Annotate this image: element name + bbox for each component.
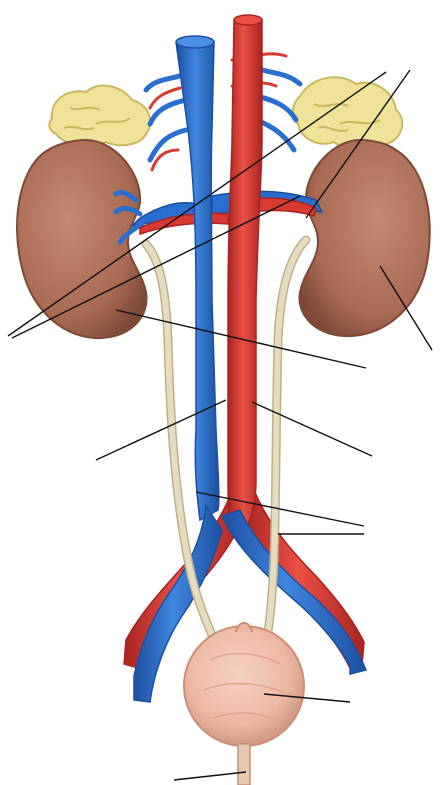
leader-line-aorta bbox=[252, 402, 372, 456]
left-adrenal-gland bbox=[293, 77, 402, 150]
right-adrenal-gland bbox=[49, 86, 150, 147]
leader-line-urethra bbox=[174, 772, 246, 780]
inferior-vena-cava bbox=[176, 36, 219, 520]
abdominal-aorta bbox=[228, 15, 262, 530]
urinary-bladder bbox=[184, 623, 304, 746]
right-kidney bbox=[17, 140, 147, 338]
left-kidney bbox=[299, 140, 429, 336]
urethra bbox=[238, 744, 250, 785]
adrenal-veins bbox=[146, 68, 300, 160]
